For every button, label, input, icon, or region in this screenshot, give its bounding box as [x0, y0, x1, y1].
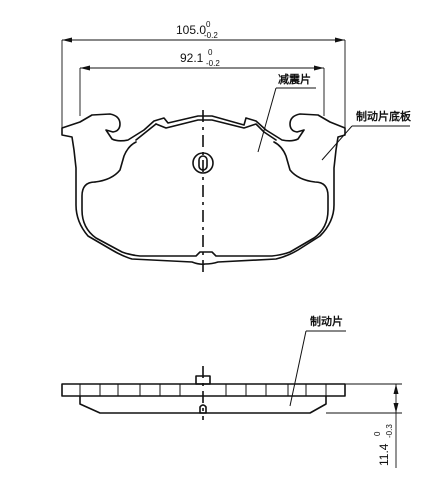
brake-pad-label: 制动片 [310, 314, 343, 328]
dimension-inner-width: 92.1 0 -0.2 [79, 48, 325, 116]
thickness-tol-lower: -0.3 [385, 424, 394, 438]
dimension-overall-width: 105.0 0 -0.2 [61, 20, 346, 128]
dimension-thickness: 11.4 0 -0.3 [326, 383, 402, 468]
overall-width-value: 105.0 [176, 23, 206, 37]
inner-width-tol-upper: 0 [208, 48, 213, 57]
backing-plate-front-view [61, 110, 346, 272]
backing-plate-label: 制动片底板 [356, 109, 412, 123]
inner-width-tol-lower: -0.2 [206, 59, 220, 68]
label-backing-plate: 制动片底板 [321, 109, 412, 161]
label-damping-sheet: 减震片 [257, 72, 316, 153]
brake-pad-side-view [61, 366, 346, 420]
inner-width-value: 92.1 [180, 51, 204, 65]
thickness-value: 11.4 [377, 443, 391, 466]
overall-width-tol-lower: -0.2 [204, 31, 218, 40]
damping-sheet-label: 减震片 [278, 72, 311, 86]
thickness-tol-upper: 0 [373, 431, 382, 436]
overall-width-tol-upper: 0 [206, 20, 211, 29]
label-brake-pad: 制动片 [289, 314, 346, 407]
